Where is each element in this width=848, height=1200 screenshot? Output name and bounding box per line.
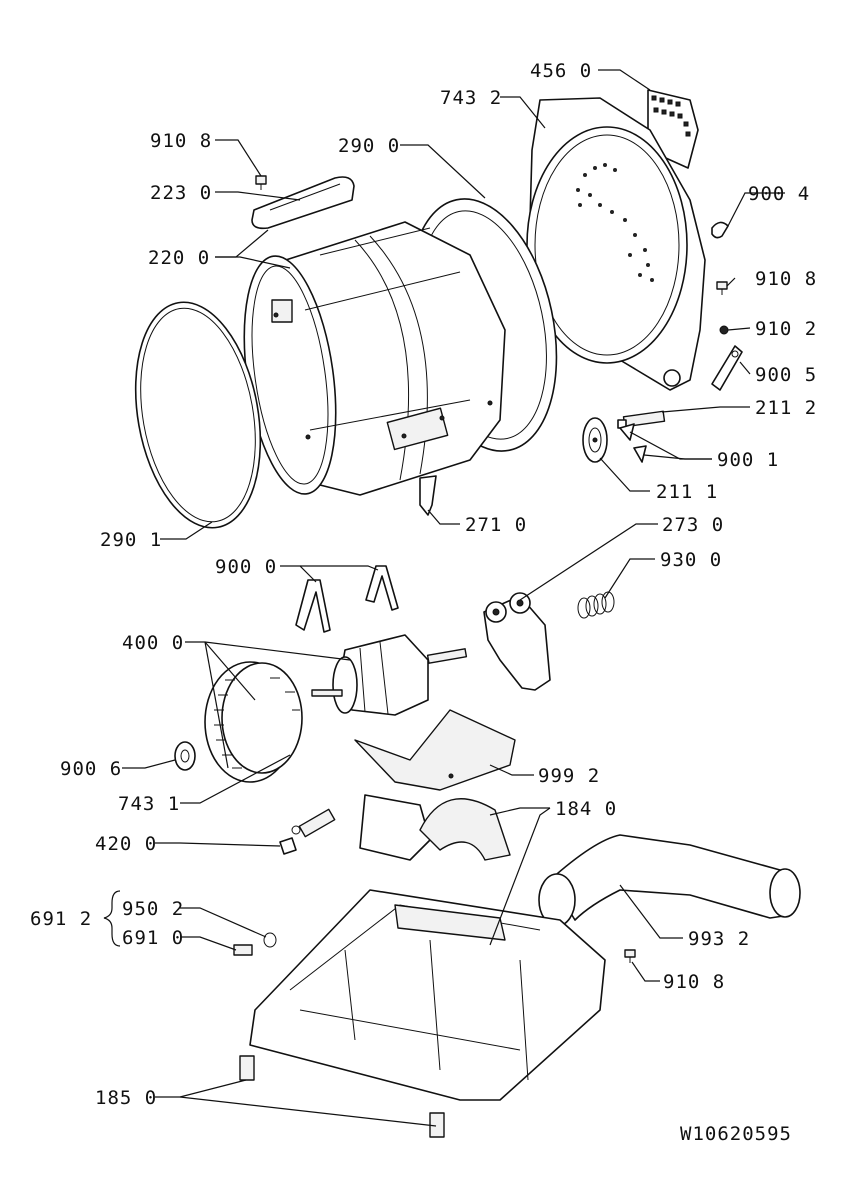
label-691-2: 691 2 [30,908,92,930]
label-900-1: 900 1 [717,449,779,471]
label-910-8-right: 910 8 [755,268,817,290]
part-400-0-motor [311,634,468,716]
label-930-0: 930 0 [660,549,722,571]
label-900-4: 900 4 [748,183,810,205]
part-950-2-ring [263,932,277,948]
label-271-0: 271 0 [465,514,527,536]
part-220-0-drum [243,221,506,496]
part-273-0-idler-bracket [483,592,551,691]
part-993-2-exhaust-duct [538,834,801,927]
part-185-0-foot [239,1055,445,1138]
document-code: W10620595 [680,1123,792,1145]
part-290-1-front-seal [134,301,262,529]
part-900-4-clip [711,221,729,239]
part-910-8-screw-top [255,175,267,190]
label-400-0: 400 0 [122,632,184,654]
label-910-2: 910 2 [755,318,817,340]
label-910-8-bottom: 910 8 [663,971,725,993]
label-999-2: 999 2 [538,765,600,787]
part-900-0-motor-clips [295,565,399,633]
label-290-0: 290 0 [338,135,400,157]
label-290-1: 290 1 [100,529,162,551]
part-910-2-nut [719,325,729,335]
part-184-0-duct [359,794,511,861]
label-993-2: 993 2 [688,928,750,950]
part-223-0-baffle [251,176,355,230]
label-900-5: 900 5 [755,364,817,386]
base-pan [249,889,606,1101]
part-930-0-spring [577,591,615,619]
label-211-2: 211 2 [755,397,817,419]
part-910-8-screw-bottom [624,949,636,963]
part-271-0-tab [419,475,437,516]
label-211-1: 211 1 [656,481,718,503]
label-910-8-top: 910 8 [150,130,212,152]
part-900-5-bracket [711,345,743,391]
label-185-0: 185 0 [95,1087,157,1109]
part-999-2-shield [354,709,516,791]
part-691-0-terminal [233,944,253,956]
part-743-2-rear-bulkhead [526,97,706,391]
label-950-2: 950 2 [122,898,184,920]
label-184-0: 184 0 [555,798,617,820]
label-743-1: 743 1 [118,793,180,815]
callout-labels: 456 0 743 2 910 8 290 0 223 0 900 4 220 … [30,60,817,1145]
part-211-2-shaft [617,410,666,429]
part-420-0-sensor [279,808,336,855]
part-910-8-screw-right [716,281,728,295]
part-900-1-clips [619,423,647,463]
label-223-0: 223 0 [150,182,212,204]
part-743-1-blower-wheel [204,661,303,783]
label-220-0: 220 0 [148,247,210,269]
label-691-0: 691 0 [122,927,184,949]
label-420-0: 420 0 [95,833,157,855]
part-900-6-hub [174,741,196,771]
label-743-2: 743 2 [440,87,502,109]
label-900-0: 900 0 [215,556,277,578]
part-211-1-roller [582,417,608,463]
label-456-0: 456 0 [530,60,592,82]
leader-lines [103,69,785,1127]
label-273-0: 273 0 [662,514,724,536]
label-900-6: 900 6 [60,758,122,780]
